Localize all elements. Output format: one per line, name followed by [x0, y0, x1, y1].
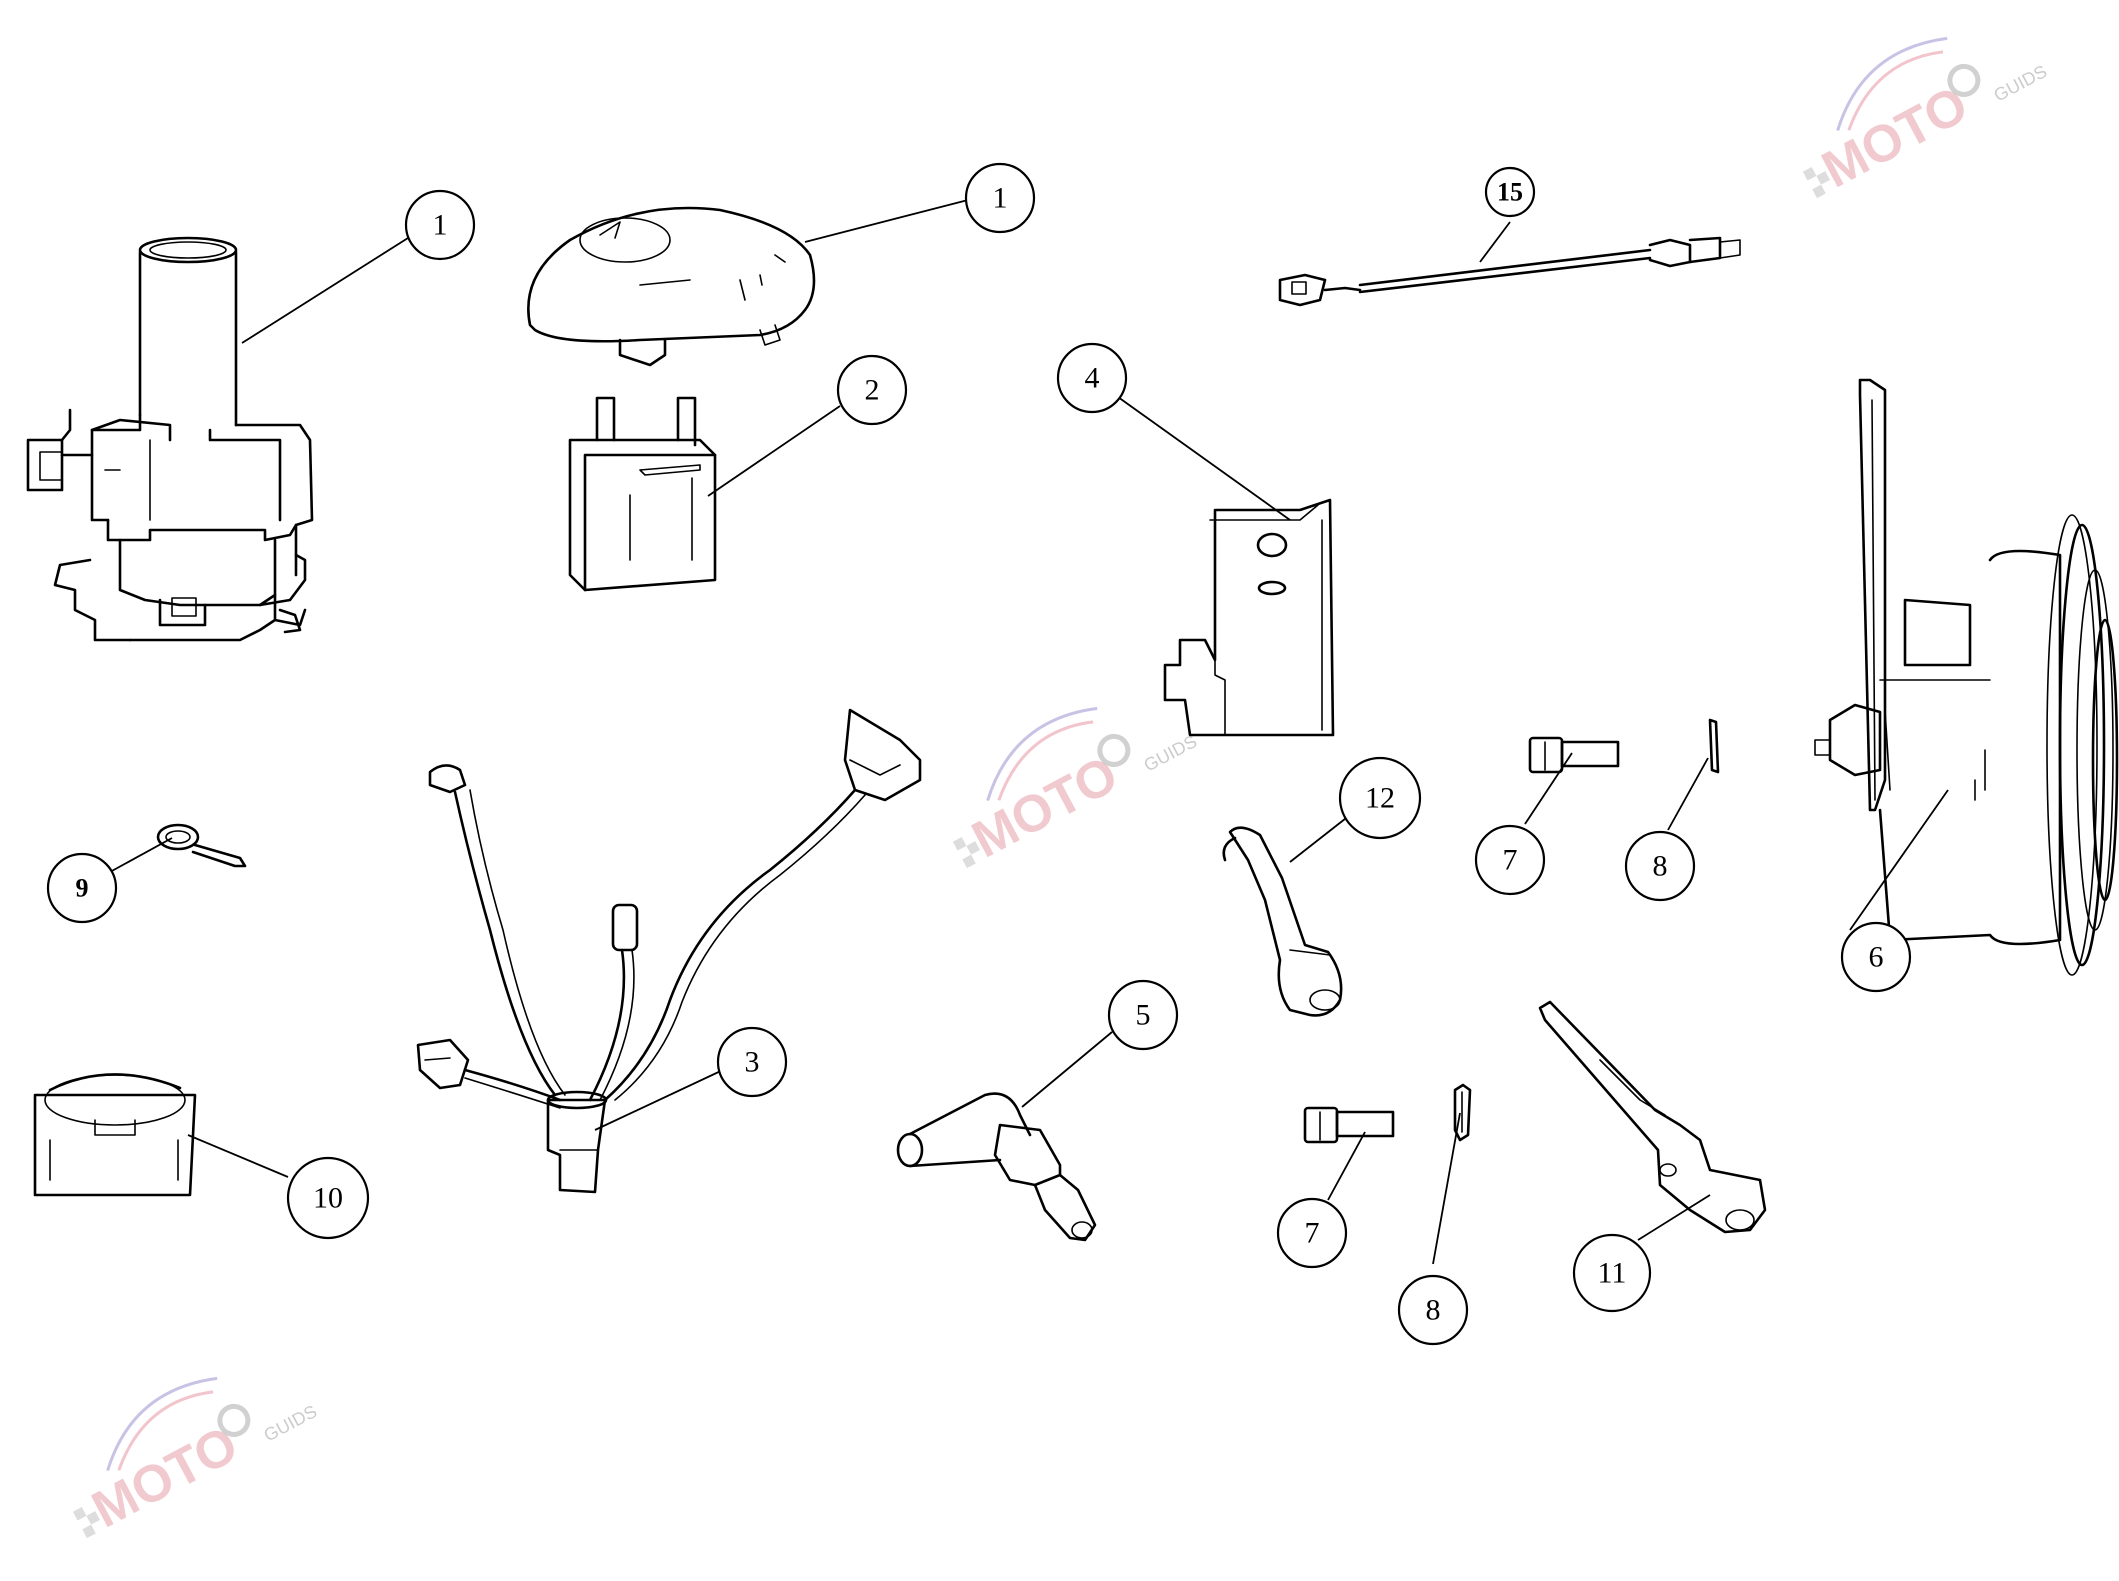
watermark-subtext: GUIDS: [260, 1401, 320, 1445]
lever-switch: [1538, 1000, 1767, 1234]
callout-label: 8: [1653, 850, 1668, 883]
callout-5: 5: [1107, 979, 1179, 1051]
clip-lower: [1453, 1083, 1472, 1142]
watermark-text: MOTO: [1813, 75, 1977, 199]
callout-1-lock-body: 1: [404, 189, 476, 261]
lock-cover: [527, 206, 816, 367]
watermark-subtext: GUIDS: [1140, 731, 1200, 775]
callout-label: 8: [1426, 1294, 1441, 1327]
callout-4: 4: [1056, 342, 1128, 414]
callout-1-lock-cover: 1: [964, 162, 1036, 234]
key: [156, 823, 247, 868]
callout-label: 4: [1085, 362, 1100, 395]
callout-10: 10: [286, 1156, 370, 1240]
hose-elbow: [1222, 826, 1343, 1017]
wiring-harness: [416, 708, 922, 1194]
watermark-text: MOTO: [963, 745, 1127, 869]
callout-3: 3: [716, 1026, 788, 1098]
bolt-upper: [1528, 736, 1620, 774]
callout-label: 3: [745, 1046, 760, 1079]
callout-label: 1: [993, 182, 1008, 215]
mounting-bracket: [1163, 498, 1335, 737]
callout-label: 10: [313, 1182, 343, 1215]
watermark-top-right: MOTO GUIDS: [1802, 36, 2050, 199]
ignition-lock-assembly: [26, 236, 314, 642]
callout-label: 9: [76, 874, 89, 903]
callout-15: 15: [1484, 166, 1536, 218]
callout-label: 1: [433, 209, 448, 242]
callout-7-lower: 7: [1276, 1197, 1348, 1269]
lock-cap: [33, 1073, 197, 1197]
callout-label: 15: [1497, 178, 1523, 207]
washer-upper: [1708, 718, 1720, 774]
callout-label: 7: [1305, 1217, 1320, 1250]
callout-9: 9: [46, 852, 118, 924]
leader-lines: [109, 199, 1949, 1265]
callout-12: 12: [1338, 756, 1422, 840]
bolt-lower: [1303, 1106, 1395, 1144]
horn: [1814, 378, 2119, 976]
watermark-bottom-left: MOTO GUIDS: [72, 1376, 320, 1539]
callout-label: 2: [865, 374, 880, 407]
callout-8-upper: 8: [1624, 830, 1696, 902]
sensor-cable: [1278, 236, 1741, 307]
watermark-text: MOTO: [83, 1415, 247, 1539]
callout-label: 5: [1136, 999, 1151, 1032]
relay: [568, 396, 717, 592]
elbow-fitting: [896, 1092, 1097, 1242]
callout-8-lower: 8: [1397, 1274, 1469, 1346]
callout-label: 11: [1598, 1257, 1627, 1290]
callout-6: 6: [1840, 921, 1912, 993]
callout-7-upper: 7: [1474, 824, 1546, 896]
watermark-subtext: GUIDS: [1990, 61, 2050, 105]
callout-label: 7: [1503, 844, 1518, 877]
callout-label: 12: [1365, 782, 1395, 815]
watermark-center: MOTO GUIDS: [952, 706, 1200, 869]
callout-2: 2: [836, 354, 908, 426]
callout-label: 6: [1869, 941, 1884, 974]
callout-11: 11: [1572, 1233, 1652, 1313]
